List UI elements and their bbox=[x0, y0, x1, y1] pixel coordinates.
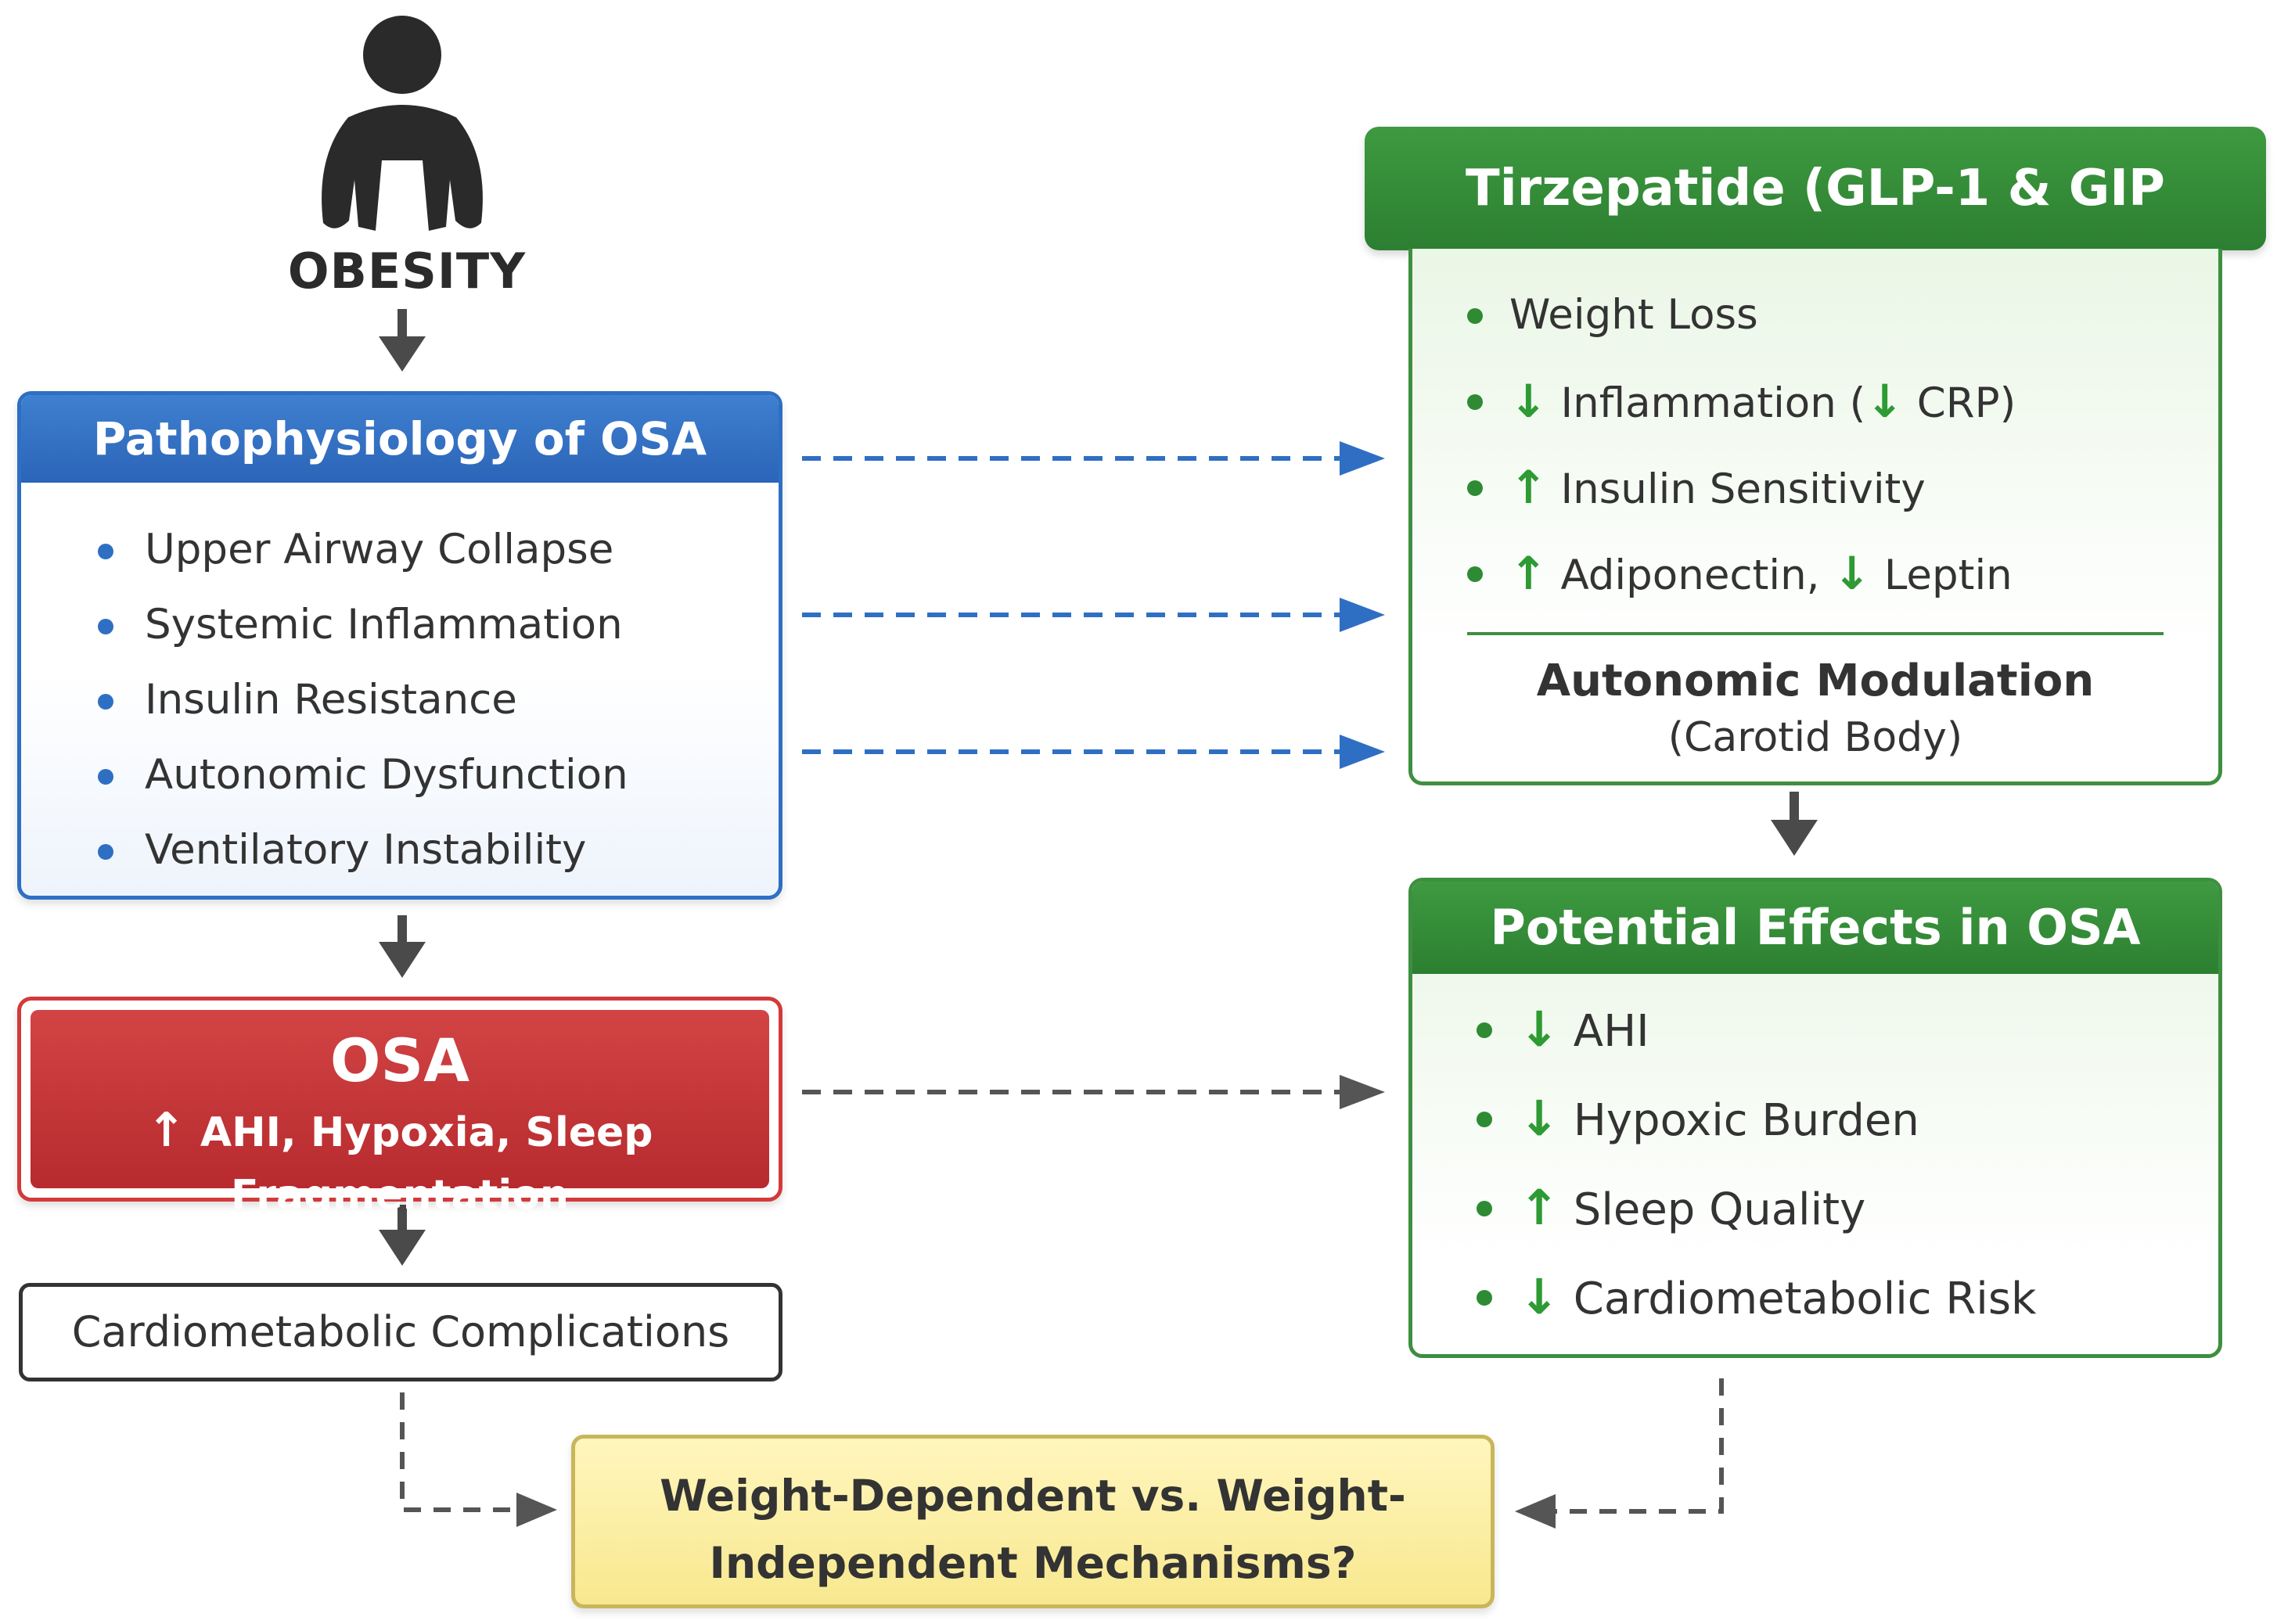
up-arrow-icon: ↑ bbox=[146, 1103, 186, 1158]
effect-item-text: AHI bbox=[1573, 1006, 1649, 1057]
obesity-person-icon bbox=[322, 16, 483, 231]
tirz-item-text: Weight Loss bbox=[1509, 291, 1758, 339]
arrow-obesity-to-patho bbox=[379, 309, 426, 372]
patho-item: Autonomic Dysfunction bbox=[21, 738, 779, 813]
effects-title: Potential Effects in OSA bbox=[1412, 882, 2218, 974]
autonomic-subtitle: (Carotid Body) bbox=[1667, 714, 1963, 761]
tirz-item-text: Inflammation ( bbox=[1560, 379, 1866, 427]
effect-item-text: Sleep Quality bbox=[1573, 1184, 1866, 1235]
tirzepatide-box: Weight Loss ↓ Inflammation (↓ CRP) ↑ Ins… bbox=[1408, 249, 2222, 785]
tirz-item: ↓ Inflammation (↓ CRP) bbox=[1412, 358, 2218, 444]
up-arrow-icon: ↑ bbox=[1509, 547, 1548, 600]
tirzepatide-title: Tirzepatide (GLP-1 & GIP Agonist) bbox=[1365, 127, 2266, 341]
down-arrow-icon: ↓ bbox=[1519, 1090, 1559, 1147]
question-line-1: Weight-Dependent vs. Weight- bbox=[660, 1471, 1406, 1521]
tirz-item-text: Insulin Sensitivity bbox=[1560, 465, 1926, 513]
tirz-item: ↑ Insulin Sensitivity bbox=[1412, 444, 2218, 530]
down-arrow-icon: ↓ bbox=[1519, 1268, 1559, 1325]
arrow-tirz-to-effects bbox=[1771, 792, 1818, 856]
osa-title: OSA bbox=[329, 1026, 470, 1095]
effect-item: ↓ AHI bbox=[1412, 985, 2218, 1074]
patho-item: Upper Airway Collapse bbox=[21, 512, 779, 587]
osa-subtitle-text: AHI, Hypoxia, Sleep Fragmentation bbox=[200, 1109, 653, 1219]
effect-item-text: Hypoxic Burden bbox=[1573, 1095, 1919, 1146]
tirz-item-text: Leptin bbox=[1870, 552, 2013, 599]
effect-item-text: Cardiometabolic Risk bbox=[1573, 1274, 2037, 1324]
tirz-item-text: CRP) bbox=[1903, 379, 2016, 427]
up-arrow-icon: ↑ bbox=[1519, 1179, 1559, 1236]
dashed-arrow-blue-3 bbox=[802, 735, 1385, 769]
pathophysiology-list: Upper Airway Collapse Systemic Inflammat… bbox=[21, 483, 779, 888]
divider bbox=[1467, 632, 2164, 635]
down-arrow-icon: ↓ bbox=[1509, 375, 1548, 428]
obesity-label: OBESITY bbox=[287, 243, 527, 300]
up-arrow-icon: ↑ bbox=[1509, 461, 1548, 514]
patho-item: Ventilatory Instability bbox=[21, 813, 779, 888]
effect-item: ↓ Hypoxic Burden bbox=[1412, 1074, 2218, 1163]
down-arrow-icon: ↓ bbox=[1833, 547, 1871, 600]
question-box: Weight-Dependent vs. Weight- Independent… bbox=[571, 1435, 1495, 1608]
arrow-patho-to-osa bbox=[379, 915, 426, 978]
patho-item: Insulin Resistance bbox=[21, 663, 779, 738]
osa-box: OSA ↑ AHI, Hypoxia, Sleep Fragmentation bbox=[17, 997, 782, 1219]
tirz-item-text: Adiponectin, bbox=[1560, 552, 1833, 599]
dashed-arrow-effects-to-question bbox=[1515, 1378, 1724, 1529]
effects-list: ↓ AHI ↓ Hypoxic Burden ↑ Sleep Quality ↓… bbox=[1412, 974, 2218, 1342]
effects-box: Potential Effects in OSA ↓ AHI ↓ Hypoxic… bbox=[1408, 878, 2222, 1358]
question-line-2: Independent Mechanisms? bbox=[709, 1538, 1357, 1588]
dashed-arrow-cardio-to-question bbox=[400, 1392, 557, 1527]
tirzepatide-list: Weight Loss ↓ Inflammation (↓ CRP) ↑ Ins… bbox=[1412, 249, 2218, 616]
pathophysiology-box: Pathophysiology of OSA Upper Airway Coll… bbox=[17, 391, 782, 900]
pathophysiology-title: Pathophysiology of OSA bbox=[21, 395, 779, 483]
dashed-arrow-blue-1 bbox=[802, 441, 1385, 476]
autonomic-title: Autonomic Modulation bbox=[1536, 656, 2095, 706]
down-arrow-icon: ↓ bbox=[1519, 1001, 1559, 1058]
dashed-arrow-blue-2 bbox=[802, 598, 1385, 632]
tirz-item: ↑ Adiponectin, ↓ Leptin bbox=[1412, 530, 2218, 616]
effect-item: ↑ Sleep Quality bbox=[1412, 1163, 2218, 1252]
osa-subtitle: ↑ AHI, Hypoxia, Sleep Fragmentation bbox=[31, 1099, 769, 1227]
dashed-arrow-osa-to-effects bbox=[802, 1075, 1385, 1109]
arrow-osa-to-cardio bbox=[379, 1205, 426, 1266]
effect-item: ↓ Cardiometabolic Risk bbox=[1412, 1252, 2218, 1342]
patho-item: Systemic Inflammation bbox=[21, 587, 779, 663]
cardiometabolic-box: Cardiometabolic Complications bbox=[19, 1283, 782, 1381]
tirz-item: Weight Loss bbox=[1412, 272, 2218, 358]
down-arrow-icon: ↓ bbox=[1865, 375, 1904, 428]
